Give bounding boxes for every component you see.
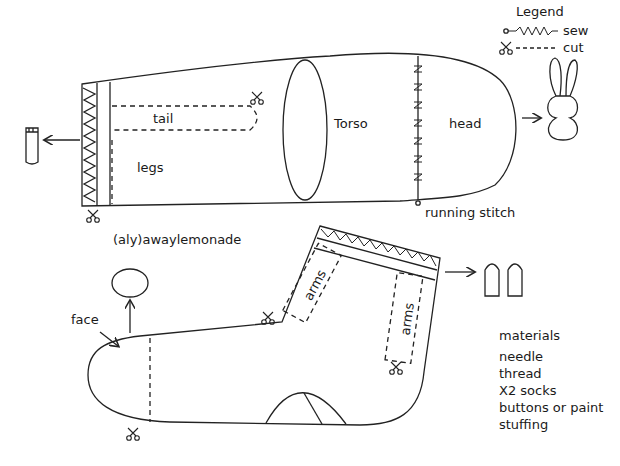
part-label: buttons or paint bbox=[498, 400, 604, 415]
part-label: X2 socks bbox=[498, 383, 557, 398]
part-label: (aly)awaylemonade bbox=[112, 232, 242, 247]
legend-entry: cut bbox=[562, 40, 584, 55]
part-label: thread bbox=[498, 366, 543, 381]
part-label: running stitch bbox=[424, 205, 516, 220]
part-label: legs bbox=[136, 160, 165, 175]
part-label: face bbox=[70, 312, 100, 327]
part-label: tail bbox=[152, 111, 174, 126]
part-label: head bbox=[448, 116, 482, 131]
legend-entry: sew bbox=[562, 23, 589, 38]
part-label: needle bbox=[498, 349, 544, 364]
part-label: arms bbox=[300, 267, 329, 303]
part-label-holder: arms bbox=[394, 301, 413, 335]
part-label: Legend bbox=[515, 4, 565, 19]
part-label: arms bbox=[397, 301, 416, 335]
part-label: Torso bbox=[333, 116, 369, 131]
part-label: materials bbox=[498, 328, 561, 343]
part-label: stuffing bbox=[498, 417, 549, 432]
